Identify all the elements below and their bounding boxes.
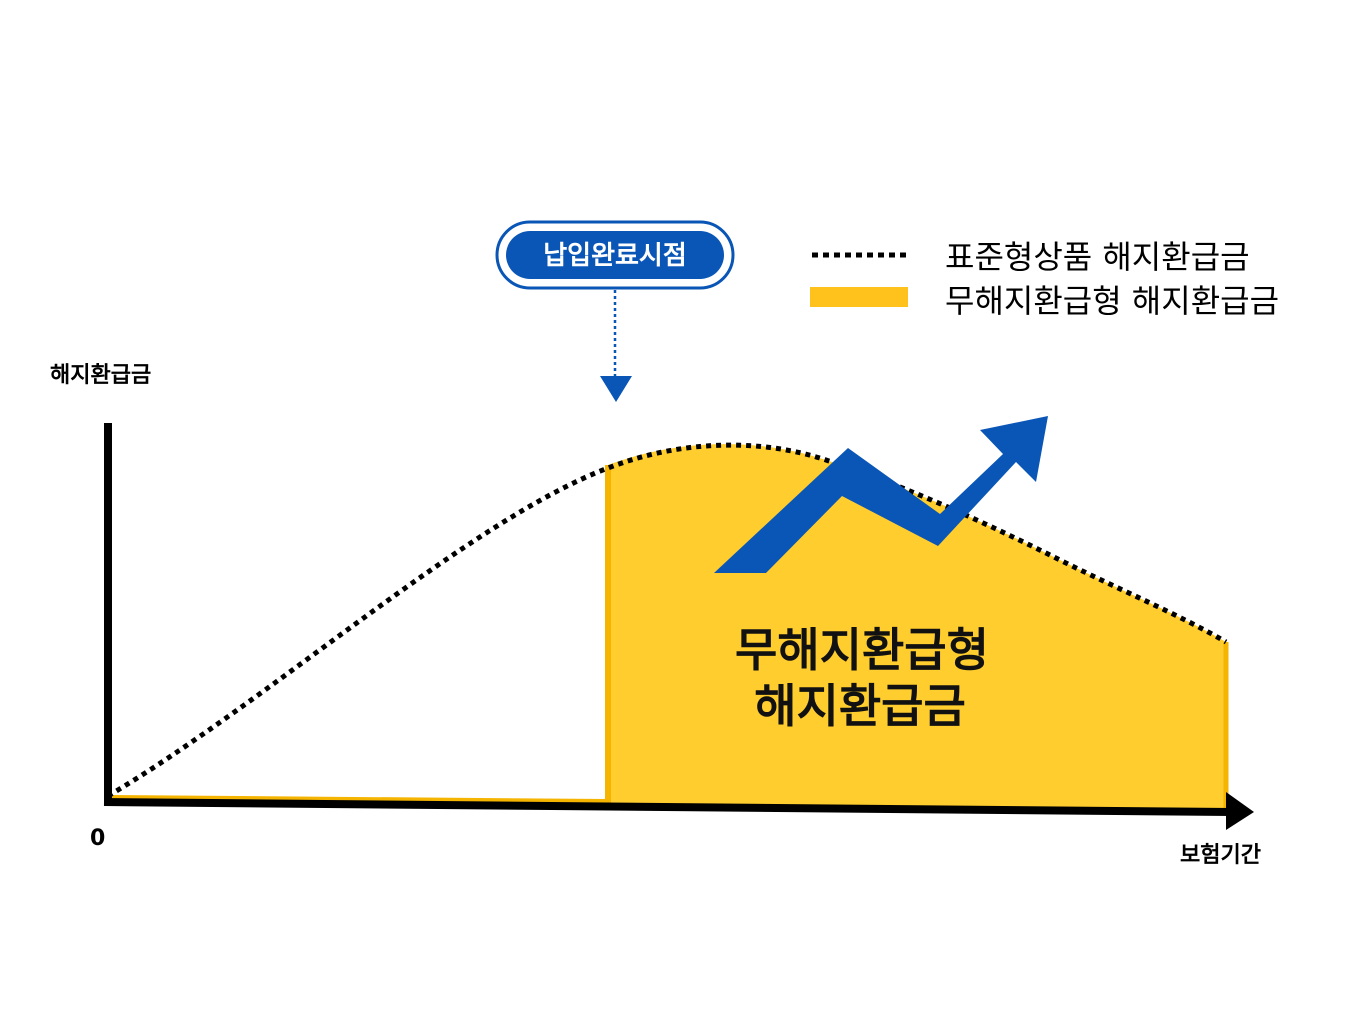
triangle-down-icon — [600, 376, 632, 402]
y-axis-label: 해지환급금 — [50, 363, 151, 388]
legend-no-refund-label: 무해지환급형 해지환급금 — [945, 282, 1279, 320]
zigzag-up-arrow-icon — [714, 416, 1048, 573]
area-label-line2: 해지환급금 — [754, 679, 966, 733]
x-axis-label: 보험기간 — [1180, 842, 1261, 868]
marker-badge — [506, 231, 724, 279]
area-label-line1: 무해지환급형 — [735, 623, 989, 677]
marker-label: 납입완료시점 — [543, 241, 687, 271]
no-refund-low-line — [107, 795, 609, 805]
legend-standard-label: 표준형상품 해지환급금 — [945, 238, 1250, 276]
standard-refund-curve — [106, 442, 1228, 799]
x-axis-arrowhead-icon — [1226, 792, 1254, 830]
x-axis — [103, 798, 1233, 816]
legend-yellow-swatch — [810, 287, 908, 307]
origin-label: 0 — [90, 826, 105, 851]
